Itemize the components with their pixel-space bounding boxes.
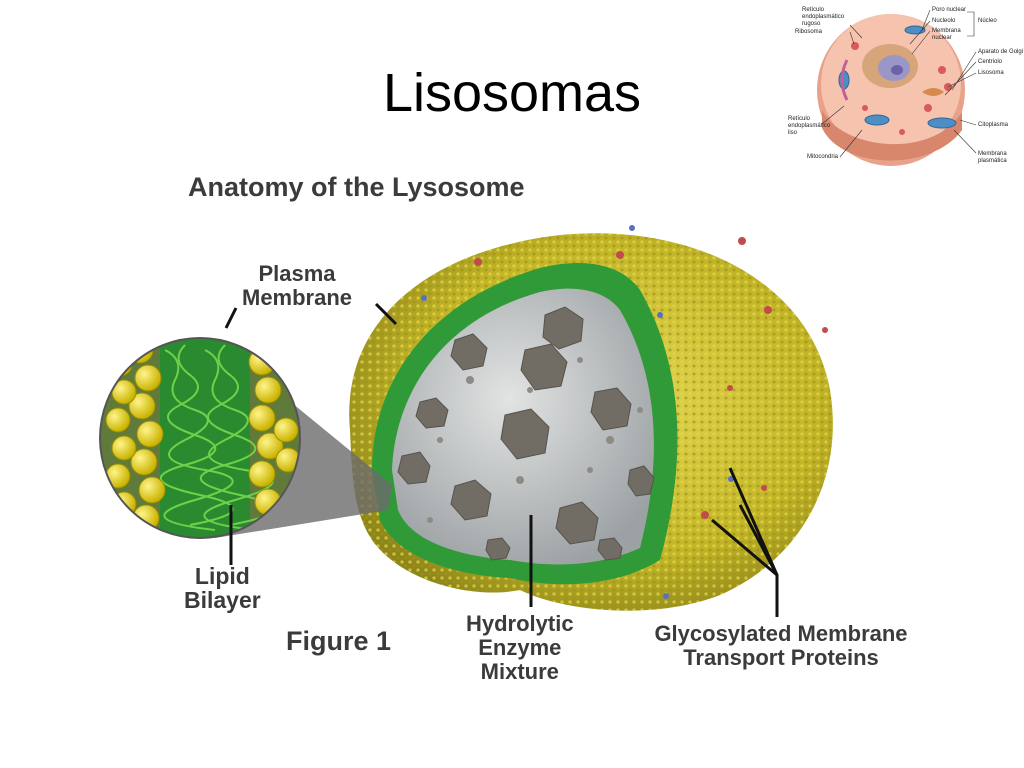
label-hydrolytic-line2: Enzyme (478, 635, 562, 660)
figure-caption: Figure 1 (286, 626, 392, 656)
inset-label-nucleolo: Nucleolo (932, 18, 956, 24)
label-glycosylated-line1: Glycosylated Membrane (654, 621, 908, 646)
label-plasma-membrane-line1: Plasma (258, 261, 336, 286)
inset-label-citoplasma: Citoplasma (978, 122, 1009, 128)
inset-label-nucleo: Núcleo (978, 18, 997, 24)
label-lipid-bilayer-line1: Lipid (194, 563, 250, 589)
inset-label-reticulo-liso: Retículo endoplasmático liso (788, 116, 831, 136)
inset-label-membrana-nuclear: Membrana nuclear (932, 28, 961, 41)
leader-lines (224, 302, 779, 617)
cell-inset: Retículo endoplasmático rugoso Ribosoma … (782, 0, 1024, 170)
inset-label-centriolo: Centriolo (978, 59, 1003, 65)
label-lipid-bilayer-line2: Bilayer (184, 587, 261, 613)
inset-label-reticulo-rugoso: Retículo endoplasmático rugoso (802, 7, 845, 27)
transport-proteins (421, 225, 828, 599)
label-plasma-membrane-line2: Membrane (242, 285, 353, 310)
label-hydrolytic-enzyme: Hydrolytic Enzyme Mixture (466, 612, 574, 684)
enzyme-clumps (397, 306, 655, 561)
figure-title: Anatomy of the Lysosome (188, 172, 525, 202)
label-glycosylated-line2: Transport Proteins (683, 645, 879, 670)
label-hydrolytic-line1: Hydrolytic (466, 611, 574, 636)
cell-inset-drawing (817, 9, 977, 166)
label-hydrolytic-line3: Mixture (480, 659, 559, 684)
inset-label-golgi: Aparato de Golgi (978, 49, 1024, 55)
inset-label-poro-nuclear: Poro nuclear (932, 7, 967, 13)
label-plasma-membrane: Plasma Membrane (242, 262, 352, 310)
inset-label-membrana-plasmatica: Membrana plasmática (978, 151, 1007, 164)
label-glycosylated-proteins: Glycosylated Membrane Transport Proteins (634, 622, 928, 670)
inset-label-mitocondria: Mitocondria (807, 154, 839, 160)
inset-label-ribosoma: Ribosoma (795, 29, 823, 35)
label-lipid-bilayer: Lipid Bilayer (184, 564, 261, 612)
inset-label-lisosoma: Lisosoma (978, 70, 1004, 76)
bilayer-magnified-circle (100, 338, 300, 538)
slide-title: Lisosomas (382, 63, 642, 123)
enzyme-speckles (427, 357, 643, 523)
